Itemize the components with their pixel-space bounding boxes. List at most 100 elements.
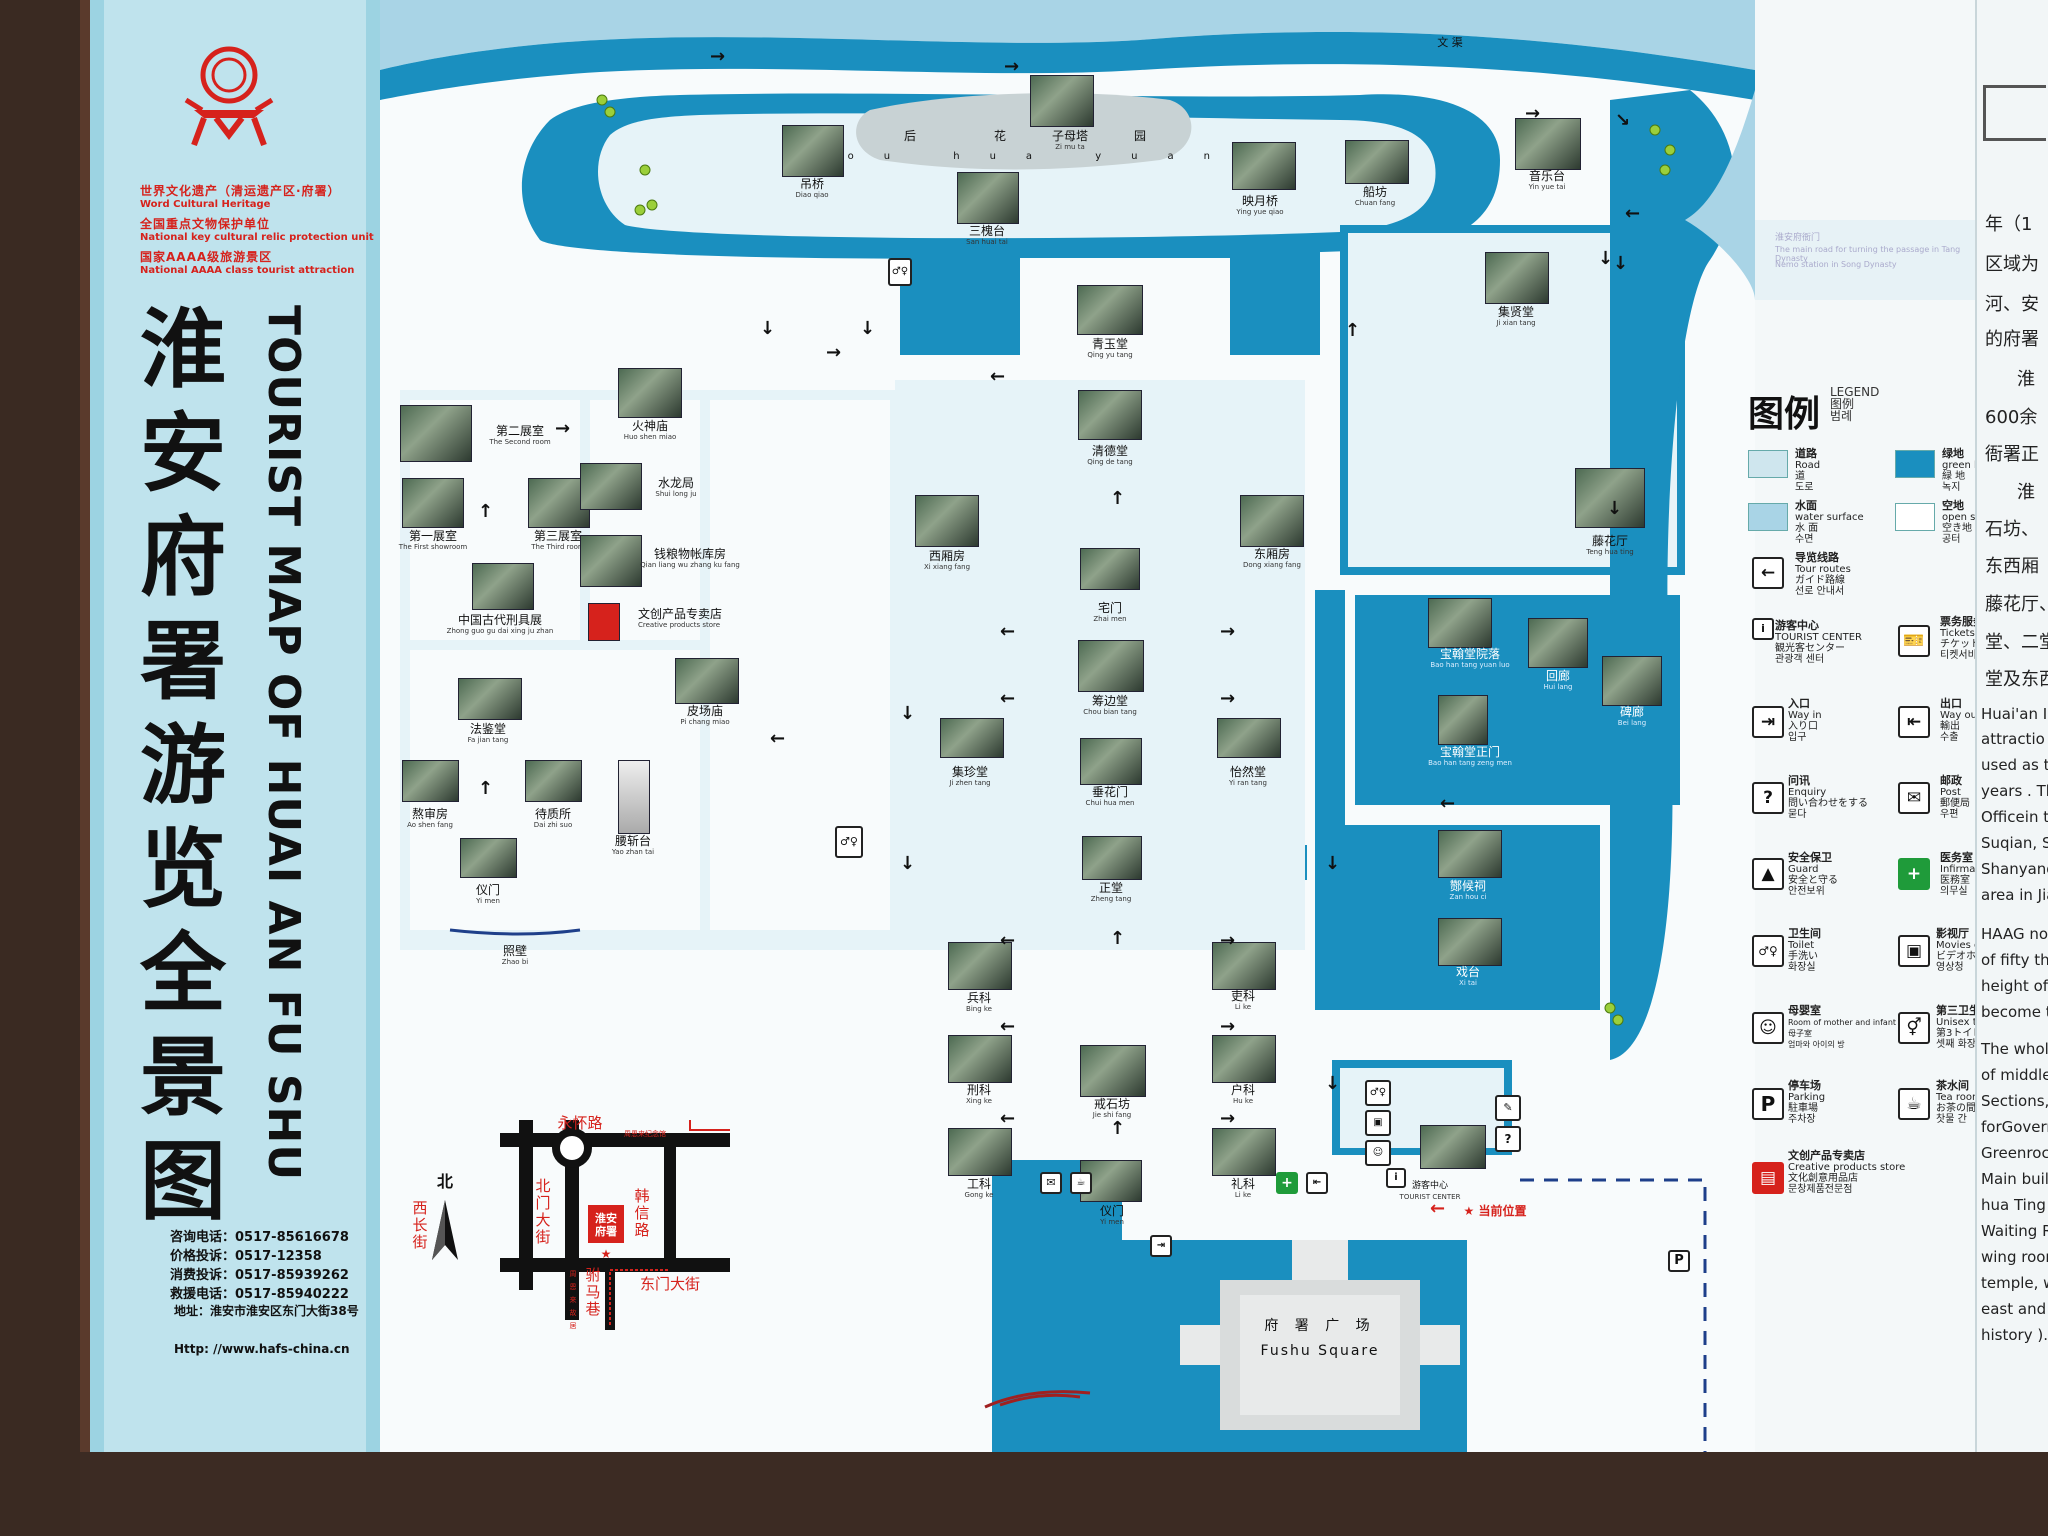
route-arrow-icon: ↑ xyxy=(1110,488,1126,509)
intro-en-line: forGovern xyxy=(1981,1118,2048,1136)
ticket-icon[interactable]: ✎ xyxy=(1495,1095,1521,1121)
infirmary-icon[interactable]: + xyxy=(1276,1172,1298,1194)
top-right-note-box: 淮安府衙门 The main road for turning the pass… xyxy=(1755,220,1975,300)
enquiry-icon[interactable]: ? xyxy=(1495,1126,1521,1152)
qingdetang-photo xyxy=(1078,390,1142,440)
heritage-line-6: National AAAA class tourist attraction xyxy=(140,265,355,276)
post-icon[interactable]: ✉ xyxy=(1040,1172,1062,1194)
tourist-info-icon[interactable]: i xyxy=(1386,1168,1406,1188)
way-out-icon[interactable]: ⇤ xyxy=(1306,1172,1328,1194)
tenghuating-photo xyxy=(1575,468,1645,528)
svg-text:★: ★ xyxy=(601,1247,612,1261)
xixiangfang-photo xyxy=(915,495,979,547)
sanhuaitai-photo xyxy=(957,172,1019,224)
route-arrow-icon: ↓ xyxy=(1325,1073,1341,1094)
road-yonghuai: 永怀路 xyxy=(557,1114,603,1132)
current-position-label: ★ 当前位置 xyxy=(1463,1204,1527,1218)
intro-cn-line: 600余 xyxy=(1985,407,2038,428)
wenqu-river-label: 文 渠 xyxy=(1437,36,1463,49)
toilet-icon-west[interactable]: ♂♀ xyxy=(835,826,863,858)
intro-en-line: used as t xyxy=(1981,756,2048,774)
intro-en-line: hua Ting e xyxy=(1981,1196,2048,1214)
intro-en-line: Greenrock xyxy=(1981,1144,2048,1162)
parking-icon[interactable]: P xyxy=(1668,1250,1690,1272)
mother-infant-icon[interactable]: ☺ xyxy=(1365,1140,1391,1166)
xitai-photo xyxy=(1438,918,1502,966)
intro-en-line: Waiting Ro xyxy=(1981,1222,2048,1240)
route-arrow-icon: ← xyxy=(770,728,786,749)
intro-en-line: Shanyang xyxy=(1981,860,2048,878)
movie-icon[interactable]: ▣ xyxy=(1365,1110,1391,1136)
legend-movies-icon: ▣ xyxy=(1898,935,1930,967)
tea-icon[interactable]: ☕ xyxy=(1070,1172,1092,1194)
toilet-icon-east[interactable]: ♂♀ xyxy=(1365,1080,1391,1106)
way-in-icon[interactable]: ⇥ xyxy=(1150,1235,1172,1257)
legend-way-in-icon: ⇥ xyxy=(1752,706,1784,738)
route-arrow-icon: ↓ xyxy=(860,318,876,339)
toilet-icon[interactable]: ♂♀ xyxy=(888,258,912,286)
contact-website[interactable]: Http: //www.hafs-china.cn xyxy=(174,1342,350,1356)
route-arrow-icon: ↓ xyxy=(900,703,916,724)
daizhisuo-photo xyxy=(525,760,582,802)
route-arrow-icon: → xyxy=(555,418,571,439)
heritage-line-3: 全国重点文物保护单位 xyxy=(140,217,271,231)
intro-text-panel: 年（1 区域为 河、安 的府署 淮 600余 衙署正 淮 石坊、 东西厢 藤花厅… xyxy=(1975,0,2048,1452)
legend-route-icon: ← xyxy=(1752,557,1784,589)
route-arrow-icon: ↑ xyxy=(1345,320,1361,341)
intro-en-line: Suqian, S xyxy=(1981,834,2048,852)
garden-hou-label: 后 xyxy=(903,129,917,143)
intro-en-line: HAAG now xyxy=(1981,925,2048,943)
